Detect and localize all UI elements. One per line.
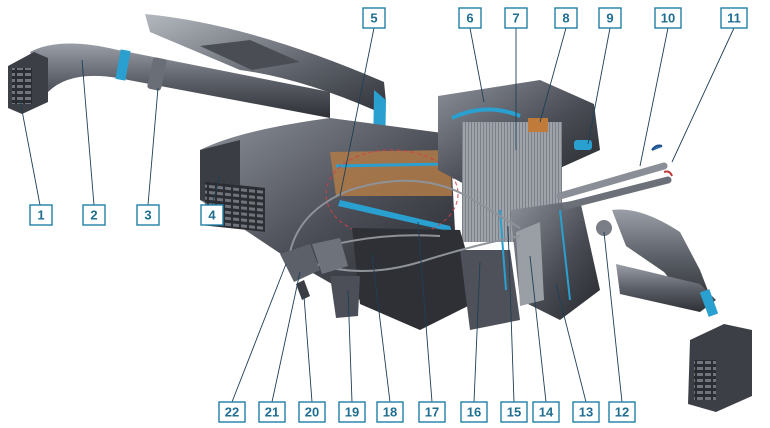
callout-13: 13 bbox=[572, 401, 600, 423]
callout-15: 15 bbox=[500, 401, 528, 423]
callouts-bottom: 22 21 20 19 18 17 16 15 14 13 12 bbox=[218, 401, 636, 423]
svg-text:9: 9 bbox=[606, 11, 613, 26]
callout-18: 18 bbox=[376, 401, 404, 423]
right-air-duct bbox=[612, 209, 719, 317]
callout-5: 5 bbox=[362, 7, 386, 29]
callout-4: 4 bbox=[200, 204, 224, 226]
svg-text:14: 14 bbox=[539, 405, 554, 420]
svg-text:12: 12 bbox=[615, 405, 629, 420]
callout-20: 20 bbox=[298, 401, 326, 423]
svg-text:4: 4 bbox=[208, 208, 216, 223]
svg-text:21: 21 bbox=[265, 405, 279, 420]
left-vent-nozzle bbox=[8, 52, 48, 114]
svg-text:10: 10 bbox=[661, 11, 675, 26]
svg-text:19: 19 bbox=[345, 405, 359, 420]
svg-text:15: 15 bbox=[507, 405, 521, 420]
callout-12: 12 bbox=[608, 401, 636, 423]
callouts-top: 5 6 7 8 9 10 11 bbox=[362, 7, 748, 29]
illustration bbox=[8, 14, 752, 412]
svg-text:17: 17 bbox=[425, 405, 439, 420]
callout-21: 21 bbox=[258, 401, 286, 423]
svg-text:20: 20 bbox=[305, 405, 319, 420]
callout-9: 9 bbox=[598, 7, 622, 29]
svg-text:16: 16 bbox=[467, 405, 481, 420]
svg-text:7: 7 bbox=[512, 11, 519, 26]
svg-text:22: 22 bbox=[225, 405, 239, 420]
callout-2: 2 bbox=[82, 204, 106, 226]
leader-lines bbox=[19, 27, 735, 403]
callout-11: 11 bbox=[720, 7, 748, 29]
callout-6: 6 bbox=[458, 7, 482, 29]
svg-text:1: 1 bbox=[37, 208, 44, 223]
coolant-pipes bbox=[556, 144, 673, 236]
svg-text:11: 11 bbox=[727, 11, 741, 26]
control-levers bbox=[280, 238, 360, 318]
callout-14: 14 bbox=[532, 401, 560, 423]
callout-1: 1 bbox=[29, 204, 53, 226]
svg-text:5: 5 bbox=[370, 11, 377, 26]
svg-text:8: 8 bbox=[562, 11, 569, 26]
svg-text:13: 13 bbox=[579, 405, 593, 420]
callout-3: 3 bbox=[136, 204, 160, 226]
callout-7: 7 bbox=[504, 7, 528, 29]
callout-10: 10 bbox=[654, 7, 682, 29]
callout-22: 22 bbox=[218, 401, 246, 423]
callout-19: 19 bbox=[338, 401, 366, 423]
callout-8: 8 bbox=[554, 7, 578, 29]
callouts-left: 1 2 3 4 bbox=[29, 204, 224, 226]
svg-text:3: 3 bbox=[144, 208, 151, 223]
right-vent-nozzle bbox=[688, 324, 752, 412]
svg-text:6: 6 bbox=[466, 11, 473, 26]
left-air-duct bbox=[30, 43, 330, 118]
svg-text:2: 2 bbox=[90, 208, 97, 223]
callout-17: 17 bbox=[418, 401, 446, 423]
callout-16: 16 bbox=[460, 401, 488, 423]
svg-text:18: 18 bbox=[383, 405, 397, 420]
